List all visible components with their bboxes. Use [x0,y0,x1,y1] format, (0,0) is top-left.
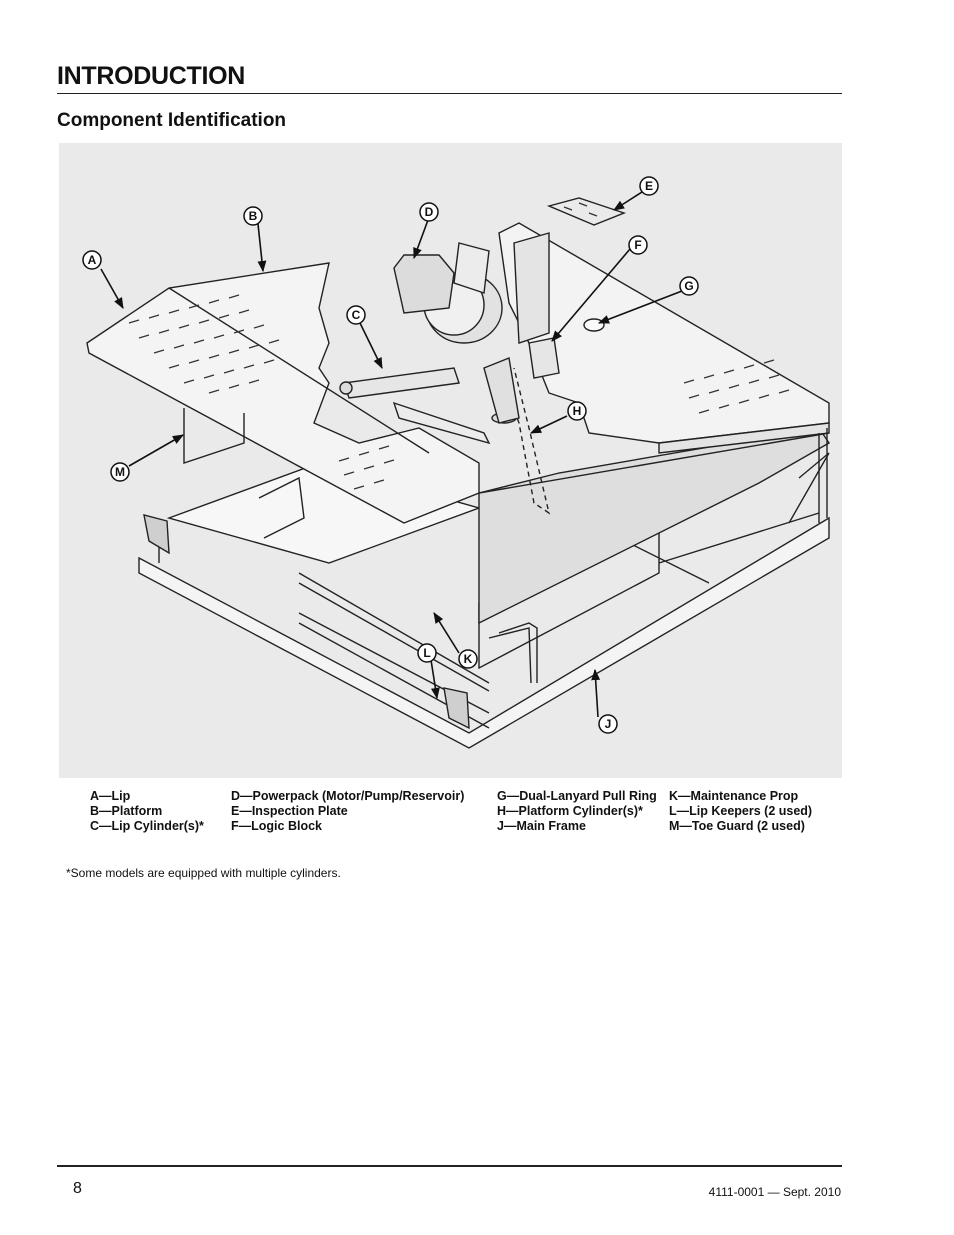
callout-l-label: L [423,646,430,660]
legend-column-3: G—Dual-Lanyard Pull Ring H—Platform Cyli… [497,789,657,834]
legend-column-1: A—Lip B—Platform C—Lip Cylinder(s)* [90,789,204,834]
callout-l [417,643,437,663]
legend-item-c: C—Lip Cylinder(s)* [90,819,204,833]
callout-e-label: E [645,179,653,193]
callout-m [110,462,130,482]
callout-h-label: H [573,404,582,418]
legend-column-4: K—Maintenance Prop L—Lip Keepers (2 used… [669,789,812,834]
dock-leveler-diagram: A B C D E F G H J K L M [59,143,842,778]
legend-item-l: L—Lip Keepers (2 used) [669,804,813,818]
callout-j [598,714,618,734]
legend-item-m: M—Toe Guard (2 used) [669,819,805,833]
callout-e [639,176,659,196]
callout-g [679,276,699,296]
legend-item-k: K—Maintenance Prop [669,789,799,803]
legend-item-b: B—Platform [90,804,163,818]
callout-d [419,202,439,222]
legend-item-d: D—Powerpack (Motor/Pump/Reservoir) [231,789,465,803]
footnote: *Some models are equipped with multiple … [66,866,341,880]
legend-item-h: H—Platform Cylinder(s)* [497,804,643,818]
heading-rule [57,93,842,94]
legend-item-e: E—Inspection Plate [231,804,348,818]
callout-m-label: M [115,465,125,479]
document-id: 4111-0001 — Sept. 2010 [708,1185,841,1199]
callout-b [243,206,263,226]
callout-f-label: F [634,238,641,252]
callout-k-label: K [464,652,473,666]
legend-column-2: D—Powerpack (Motor/Pump/Reservoir) E—Ins… [231,789,464,834]
callout-k [458,649,478,669]
legend-item-j: J—Main Frame [497,819,586,833]
page-number: 8 [73,1180,82,1197]
footer-rule [57,1165,842,1167]
callout-a [82,250,102,270]
callout-f [628,235,648,255]
legend-item-f: F—Logic Block [231,819,322,833]
callout-h [567,401,587,421]
legend-item-a: A—Lip [90,789,131,803]
callout-g-label: G [684,279,693,293]
legend-item-g: G—Dual-Lanyard Pull Ring [497,789,657,803]
section-subheading: Component Identification [57,110,287,131]
callout-d-label: D [425,205,434,219]
callout-c [346,305,366,325]
callout-c-label: C [352,308,361,322]
page-heading: INTRODUCTION [57,62,246,90]
callout-j-label: J [605,717,612,731]
callout-b-label: B [249,209,258,223]
callout-a-label: A [88,253,97,267]
